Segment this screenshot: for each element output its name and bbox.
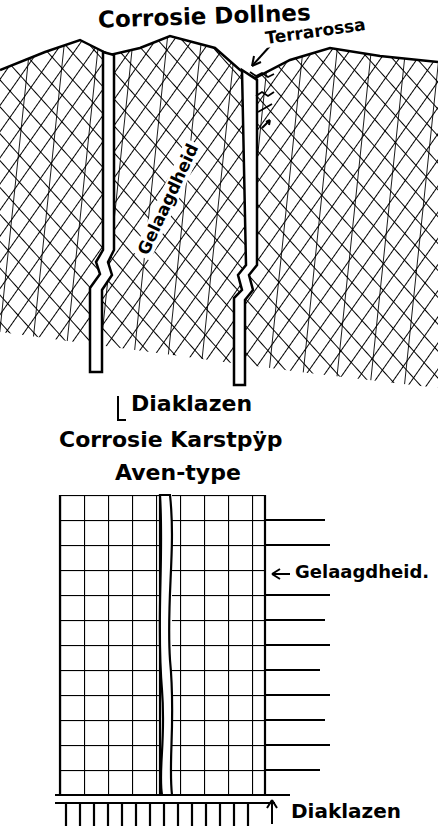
upper-limestone-block xyxy=(0,36,438,388)
annotation-label: Corrosie Karstpÿp xyxy=(56,428,285,452)
annotation-label: Diaklazen xyxy=(128,392,255,416)
leader-arrow xyxy=(118,46,270,420)
terra-rossa-marks xyxy=(250,72,274,112)
annotation-label: Gelaagdheid. xyxy=(292,562,432,582)
karst-pipe xyxy=(160,495,173,795)
doline-fissure xyxy=(234,70,257,385)
doline-fissure xyxy=(90,52,114,372)
annotation-label: Diaklazen xyxy=(288,800,404,822)
leader-arrow xyxy=(267,569,290,824)
annotation-label: Aven-type xyxy=(112,461,244,485)
base-layer xyxy=(55,795,290,826)
lower-limestone-block xyxy=(60,495,330,795)
